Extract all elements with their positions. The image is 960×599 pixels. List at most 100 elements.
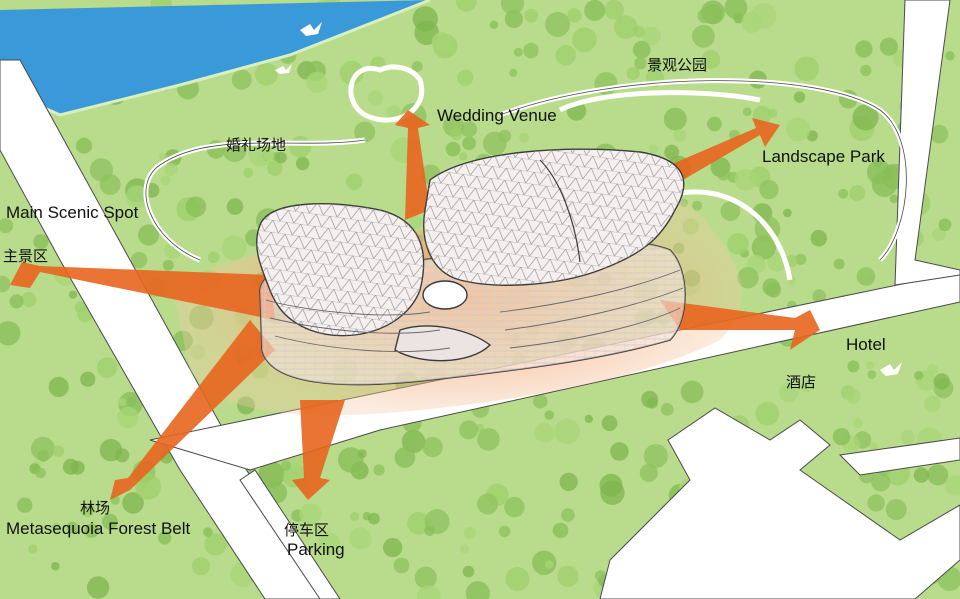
tree [599,473,623,497]
tree [477,493,499,515]
tree [555,45,576,66]
tree [17,497,33,513]
tree [944,475,960,496]
tree [544,410,555,420]
tree [289,135,311,158]
tree [924,395,941,413]
tree [561,508,575,522]
tree [185,196,207,217]
tree [126,396,137,407]
tree [138,224,160,246]
tree [101,513,118,530]
tree [795,253,807,266]
tree [498,525,511,538]
path-park-inner [558,90,761,113]
tree [445,141,461,157]
tree [318,532,341,555]
river [0,0,430,115]
tree [160,175,171,186]
bird-icon [300,22,322,36]
tree [504,9,523,29]
parking-label-zh: 停车区 [284,521,330,539]
tree [35,467,46,479]
tree [412,6,438,32]
tree [845,388,861,404]
tree [207,251,220,264]
tree [68,290,78,299]
tree [416,585,441,599]
tree [125,185,149,209]
tree [204,533,227,556]
tree [720,201,741,222]
forest-belt-label: Metasequoia Forest Belt [6,519,191,538]
tree [74,301,87,314]
tree [489,20,499,29]
tree [504,496,525,518]
tree [465,581,490,599]
tree [299,503,322,526]
tree [800,380,813,393]
tree [231,69,252,90]
tree [860,64,872,77]
wedding-venue-label-zh: 婚礼场地 [226,136,287,154]
tree [614,15,638,39]
arrow-wedding-venue [395,110,430,220]
tree [48,376,69,397]
tree [115,448,130,463]
tree [264,151,275,162]
tree [938,218,952,232]
tree [634,57,647,70]
building-floor-lines [265,269,684,353]
tree [639,463,658,482]
tree [158,531,172,545]
tree [867,494,885,512]
tree [0,218,14,234]
tree [33,234,49,250]
tree [649,144,659,154]
tree [354,121,376,143]
tree [135,473,162,500]
tree [339,60,364,85]
tree [431,31,452,53]
tree [584,0,606,21]
tree [9,294,24,309]
tree [786,117,811,142]
tree [913,467,930,483]
hotel-label-zh: 酒店 [786,373,817,391]
tree [641,390,659,408]
tree [275,151,287,164]
tree [632,40,651,59]
tree [459,420,479,440]
path-drop-off [669,189,793,281]
tree [498,129,512,143]
tree [545,560,554,569]
tree [52,445,65,457]
tree [567,8,582,23]
tree [203,527,213,537]
tree [75,137,93,154]
tree [28,544,38,554]
tree [409,215,423,230]
tree [80,371,96,387]
tree [759,179,779,200]
tree [927,464,949,486]
tree [462,565,475,578]
tree [462,136,476,151]
tree [255,63,278,86]
bird-icon [275,64,292,74]
tree [724,0,748,19]
tree [164,162,178,177]
tree [885,499,907,520]
tree [557,565,579,588]
forest-belt-label-zh: 林场 [80,499,111,517]
tree [889,194,899,204]
tree [267,160,283,176]
tree [779,382,799,403]
tree [701,50,721,69]
tree [559,472,578,492]
garden-path-outlines [145,80,907,261]
tree [345,173,363,191]
tree [513,47,523,57]
tree [523,42,539,59]
